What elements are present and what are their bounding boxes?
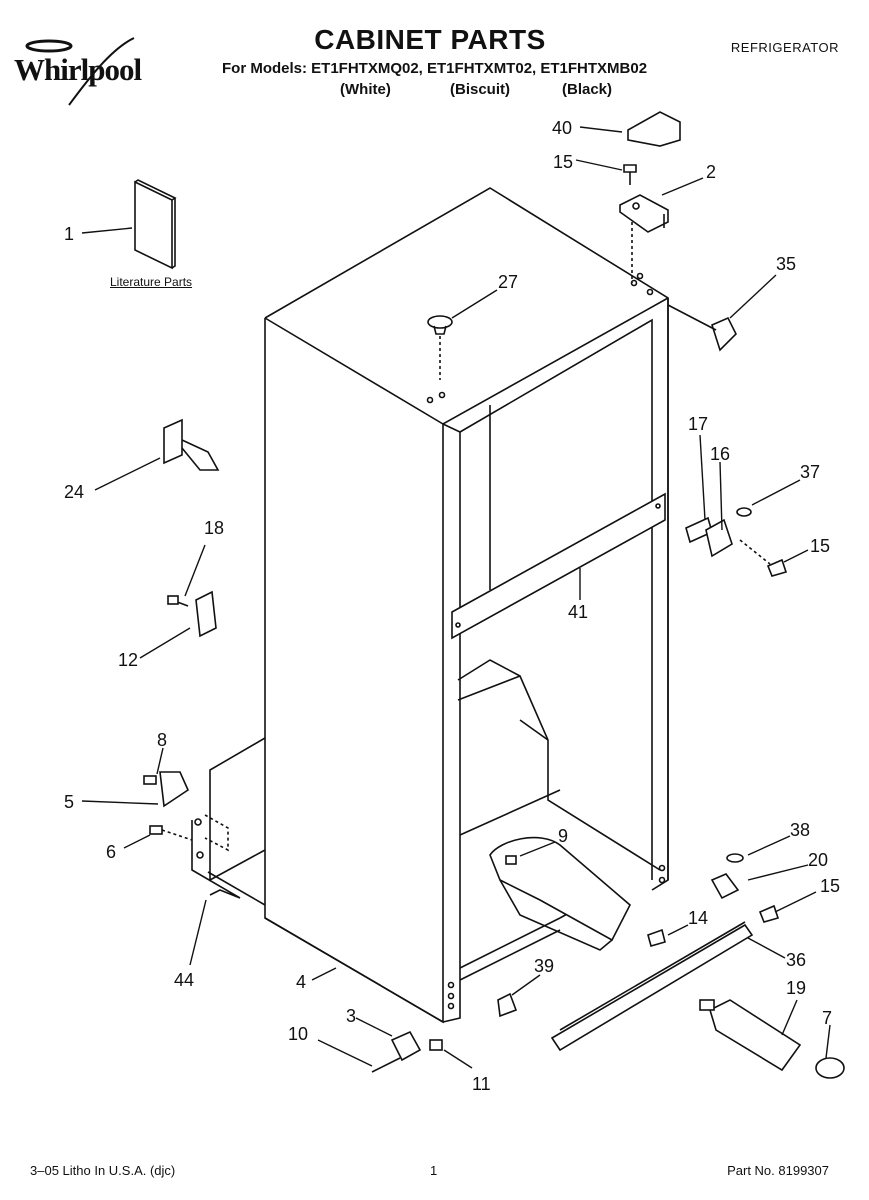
cabinet-shell bbox=[207, 187, 669, 1024]
callout-14: 14 bbox=[688, 908, 708, 928]
rear-bracket bbox=[191, 737, 266, 899]
callout-3: 3 bbox=[346, 1006, 356, 1026]
whirlpool-logo: Whirlpool bbox=[14, 30, 174, 110]
left-bracket bbox=[167, 590, 217, 638]
top-hinge bbox=[619, 194, 669, 283]
callout-41: 41 bbox=[568, 602, 588, 622]
callout-36: 36 bbox=[786, 950, 806, 970]
callout-11: 11 bbox=[472, 1074, 491, 1094]
callout-5: 5 bbox=[64, 792, 74, 812]
callout-15-mid: 15 bbox=[810, 536, 830, 556]
right-hinge-parts bbox=[685, 507, 788, 577]
callout-6: 6 bbox=[106, 842, 116, 862]
models-line: For Models: ET1FHTXMQ02, ET1FHTXMT02, ET… bbox=[222, 60, 648, 77]
callout-1: 1 bbox=[64, 224, 74, 244]
callout-20: 20 bbox=[808, 850, 828, 870]
callout-12: 12 bbox=[118, 650, 138, 670]
hinge-left-parts bbox=[143, 771, 193, 841]
color-biscuit: (Biscuit) bbox=[450, 81, 510, 98]
right-lower-parts bbox=[710, 853, 780, 923]
category-label: REFRIGERATOR bbox=[730, 40, 839, 55]
footer-page-number: 1 bbox=[430, 1163, 438, 1178]
page-title: CABINET PARTS bbox=[314, 24, 546, 55]
callout-8: 8 bbox=[157, 730, 167, 750]
side-clip bbox=[711, 316, 737, 352]
callout-35: 35 bbox=[776, 254, 796, 274]
callout-2: 2 bbox=[706, 162, 716, 182]
leveling-leg bbox=[163, 418, 220, 471]
literature-booklet bbox=[134, 179, 177, 270]
callout-17: 17 bbox=[688, 414, 708, 434]
color-white: (White) bbox=[340, 81, 391, 98]
bottom-rail bbox=[550, 921, 754, 1052]
callout-27: 27 bbox=[498, 272, 518, 292]
callout-15-top: 15 bbox=[553, 152, 573, 172]
callout-18: 18 bbox=[204, 518, 224, 538]
callout-4: 4 bbox=[296, 972, 306, 992]
brand-name: Whirlpool bbox=[14, 52, 142, 87]
callout-19: 19 bbox=[786, 978, 806, 998]
callout-44: 44 bbox=[174, 970, 194, 990]
clip-39 bbox=[497, 992, 518, 1018]
filter-knob bbox=[815, 1057, 845, 1079]
screw-14 bbox=[647, 928, 666, 947]
callout-39: 39 bbox=[534, 956, 554, 976]
callout-15-bottom: 15 bbox=[820, 876, 840, 896]
color-black: (Black) bbox=[562, 81, 613, 98]
callout-37: 37 bbox=[800, 462, 820, 482]
air-duct bbox=[489, 836, 632, 951]
hinge-cap bbox=[627, 111, 681, 147]
literature-parts-label: Literature Parts bbox=[110, 275, 193, 289]
leader-lines bbox=[81, 126, 831, 1069]
water-filter bbox=[699, 999, 802, 1072]
bottom-hinge bbox=[371, 1030, 443, 1073]
divider-bar bbox=[451, 492, 666, 640]
callout-labels: 1 2 3 4 5 6 7 8 9 10 11 12 14 15 15 15 1… bbox=[64, 118, 840, 1094]
logo-swoosh bbox=[25, 37, 135, 106]
callout-38: 38 bbox=[790, 820, 810, 840]
footer-part-number: Part No. 8199307 bbox=[727, 1163, 829, 1178]
footer-litho: 3–05 Litho In U.S.A. (djc) bbox=[30, 1163, 176, 1178]
top-plug bbox=[427, 315, 453, 380]
callout-16: 16 bbox=[710, 444, 730, 464]
callout-40: 40 bbox=[552, 118, 572, 138]
callout-24: 24 bbox=[64, 482, 84, 502]
callout-7: 7 bbox=[822, 1008, 832, 1028]
callout-10: 10 bbox=[288, 1024, 308, 1044]
callout-9: 9 bbox=[558, 826, 568, 846]
screw-top bbox=[623, 164, 637, 185]
